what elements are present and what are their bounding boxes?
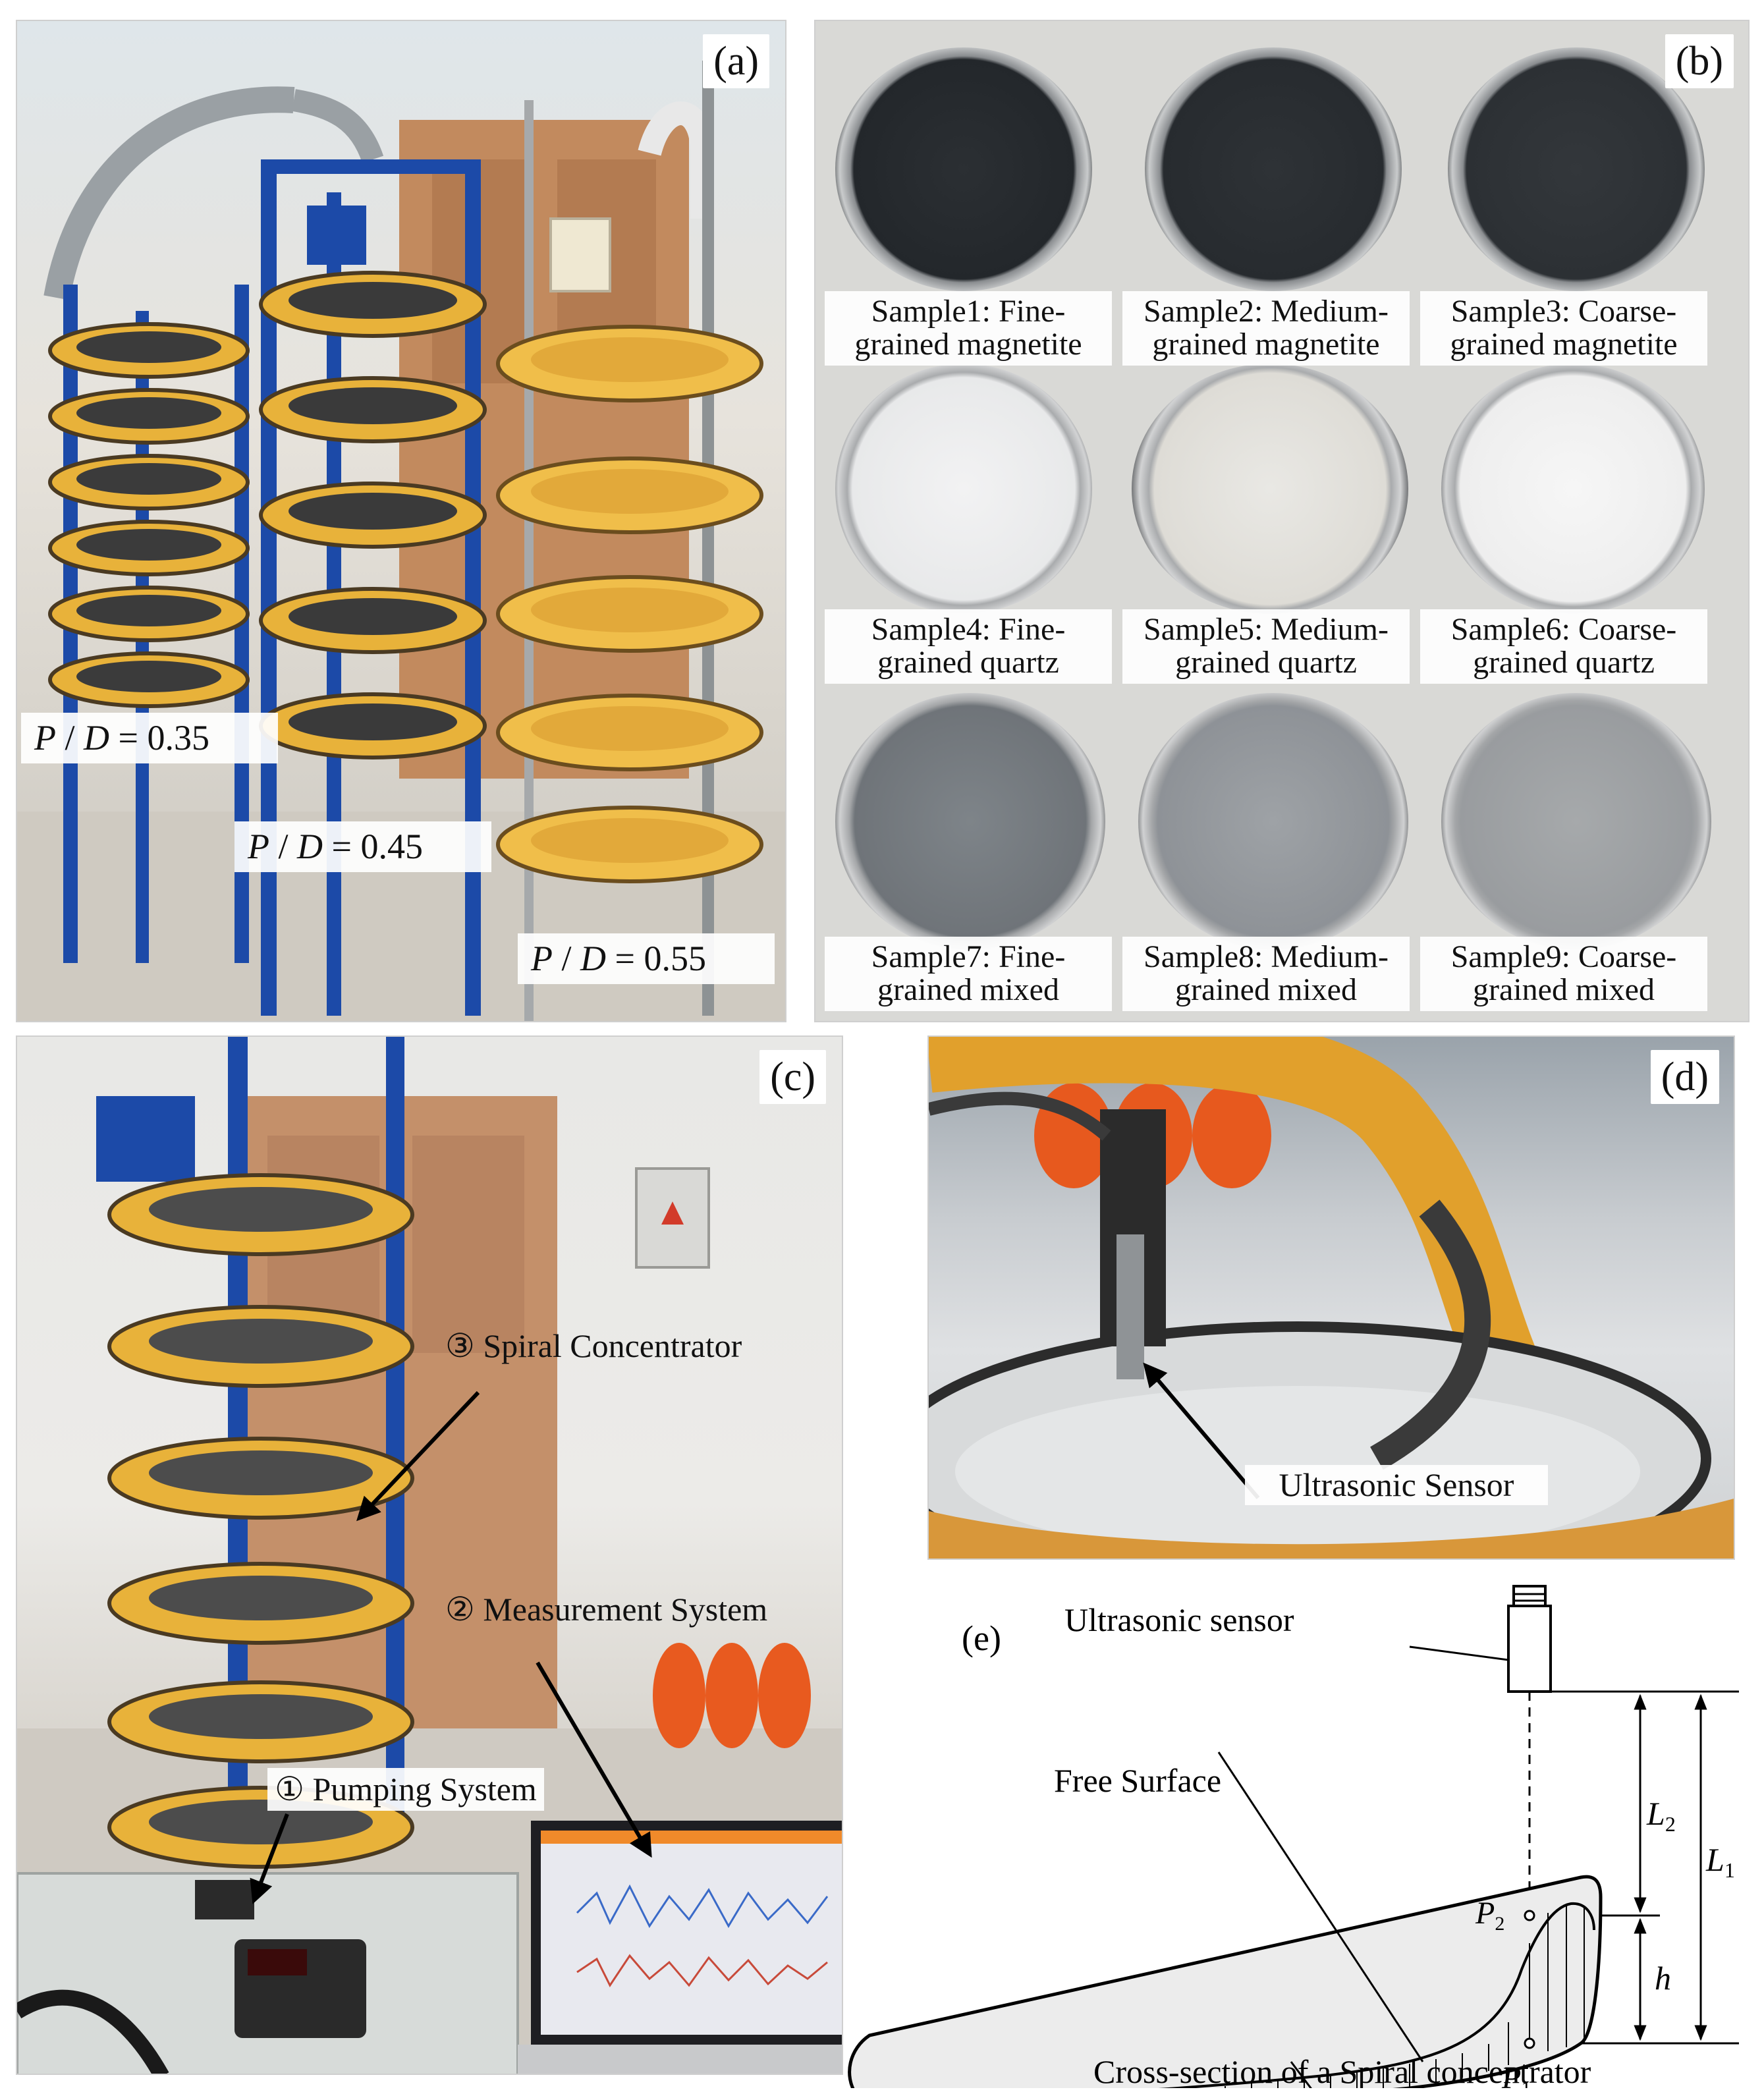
sample-label-line1: Sample8: Medium-: [1144, 939, 1389, 974]
panel-d-tag: (d): [1650, 1050, 1719, 1104]
pd-sep: /: [553, 939, 581, 978]
label-p2: P2: [1475, 1896, 1504, 1935]
sample9-label: Sample9: Coarse- grained mixed: [1420, 937, 1707, 1011]
sample-label-line2: grained quartz: [1175, 645, 1357, 680]
panel-c-experimental-setup: (c) ③ Spiral Concentrator ② Measurement …: [16, 1035, 843, 2075]
sample1-label: Sample1: Fine- grained magnetite: [825, 291, 1112, 366]
measurement-system-label: ② Measurement System: [445, 1591, 768, 1628]
pumping-arrow: [250, 1813, 289, 1904]
panel-e-tag: (e): [962, 1618, 1001, 1658]
spiral-frame-middle: [259, 159, 487, 1016]
pumping-system-label: ① Pumping System: [267, 1768, 544, 1811]
sample1-dish: [835, 47, 1092, 291]
sample-label-line1: Sample9: Coarse-: [1450, 939, 1677, 974]
sample2-dish: [1145, 47, 1402, 291]
sample6-dish: [1441, 364, 1705, 614]
ultrasonic-sensor-text: Ultrasonic sensor: [1064, 1601, 1294, 1638]
experimental-setup-illustration: [17, 1037, 842, 2074]
pd-value: = 0.45: [323, 827, 423, 866]
sample-label-line2: grained quartz: [877, 645, 1059, 680]
laptop: [518, 1821, 842, 2074]
sample8-dish: [1138, 693, 1408, 950]
pd-value: = 0.55: [606, 939, 706, 978]
sample-label-line1: Sample3: Coarse-: [1450, 294, 1677, 329]
sample-label-line1: Sample1: Fine-: [871, 294, 1066, 329]
ultrasonic-sensor-drawing: [1507, 1585, 1552, 1693]
point-p2: [1524, 1910, 1535, 1921]
point-p1: [1524, 2037, 1535, 2049]
panel-e-cross-section-diagram: (e) Ultrasonic sensor Free Surface Cross…: [830, 1574, 1752, 2096]
sample7-label: Sample7: Fine- grained mixed: [825, 937, 1112, 1011]
pd-label-055: P / D = 0.55: [518, 933, 775, 984]
sample4-dish: [835, 364, 1092, 614]
sample-label-line2: grained magnetite: [1450, 327, 1678, 362]
sample2-label: Sample2: Medium- grained magnetite: [1122, 291, 1410, 366]
sample-label-line2: grained magnetite: [854, 327, 1082, 362]
sample3-dish: [1448, 47, 1705, 291]
trough-cross-section: [848, 1875, 1603, 2096]
sample-label-line2: grained quartz: [1473, 645, 1655, 680]
spiral-concentrators-illustration: [17, 61, 785, 1021]
cross-section-schematic: (e) Ultrasonic sensor Free Surface Cross…: [848, 1585, 1739, 2096]
panel-c-tag: (c): [759, 1050, 826, 1104]
sample-label-line1: Sample7: Fine-: [871, 939, 1066, 974]
pd-label-045: P / D = 0.45: [234, 821, 491, 872]
sample5-dish: [1132, 364, 1408, 614]
sample-label-line2: grained mixed: [1473, 972, 1655, 1008]
sensor-leader-line: [1409, 1645, 1509, 1661]
spiral-frame-right: [496, 217, 763, 883]
pd-d-var: D: [297, 827, 323, 866]
sample5-label: Sample5: Medium- grained quartz: [1122, 609, 1410, 684]
sample-label-line2: grained mixed: [1175, 972, 1357, 1008]
cross-section-text: Cross-section of a Spiral concentrator: [1093, 2053, 1591, 2088]
flow-hatching: [1093, 1905, 1585, 2096]
label-l1: L1: [1705, 1841, 1735, 1882]
panel-a-spiral-photos: (a) P / D = 0.35 P / D = 0.45 P / D = 0.…: [16, 20, 786, 1022]
ultrasonic-sensor-body: [1116, 1234, 1144, 1379]
pd-sep: /: [56, 718, 84, 758]
spiral-arrow: [356, 1391, 480, 1522]
sample7-dish: [835, 693, 1105, 950]
panel-a-tag: (a): [703, 34, 769, 88]
pd-p-var: P: [248, 827, 269, 866]
sample4-label: Sample4: Fine- grained quartz: [825, 609, 1112, 684]
pd-d-var: D: [84, 718, 110, 758]
panel-b-sample-dishes: (b) Sample1: Fine- grained magnetite Sam…: [814, 20, 1750, 1022]
sample-label-line1: Sample2: Medium-: [1144, 294, 1389, 329]
spiral-concentrator-label: ③ Spiral Concentrator: [445, 1327, 742, 1364]
pd-value: = 0.35: [109, 718, 209, 758]
panel-d-ultrasonic-sensor-photo: (d) Ultrasonic Sensor: [927, 1035, 1735, 1560]
spiral-frame-left: [48, 285, 250, 963]
sample8-label: Sample8: Medium- grained mixed: [1122, 937, 1410, 1011]
label-l2: L2: [1646, 1795, 1676, 1836]
ultrasonic-sensor-label: Ultrasonic Sensor: [1245, 1465, 1548, 1505]
pd-p-var: P: [531, 939, 553, 978]
free-surface-leader: [1217, 1751, 1424, 2062]
sample-label-line1: Sample6: Coarse-: [1450, 612, 1677, 647]
sample-label-line1: Sample4: Fine-: [871, 612, 1066, 647]
free-surface-text: Free Surface: [1054, 1762, 1221, 1799]
sensor-arrow: [1143, 1362, 1260, 1499]
pd-label-035: P / D = 0.35: [21, 713, 278, 763]
sample6-label: Sample6: Coarse- grained quartz: [1420, 609, 1707, 684]
sample-label-line2: grained mixed: [877, 972, 1059, 1008]
sample-label-line2: grained magnetite: [1152, 327, 1380, 362]
pd-sep: /: [269, 827, 298, 866]
pd-d-var: D: [580, 939, 607, 978]
pd-p-var: P: [34, 718, 56, 758]
label-h: h: [1655, 1960, 1671, 1997]
sample9-dish: [1441, 693, 1711, 950]
sample3-label: Sample3: Coarse- grained magnetite: [1420, 291, 1707, 366]
panel-b-tag: (b): [1665, 34, 1734, 88]
measurement-arrow: [536, 1661, 652, 1858]
sample-label-line1: Sample5: Medium-: [1144, 612, 1389, 647]
